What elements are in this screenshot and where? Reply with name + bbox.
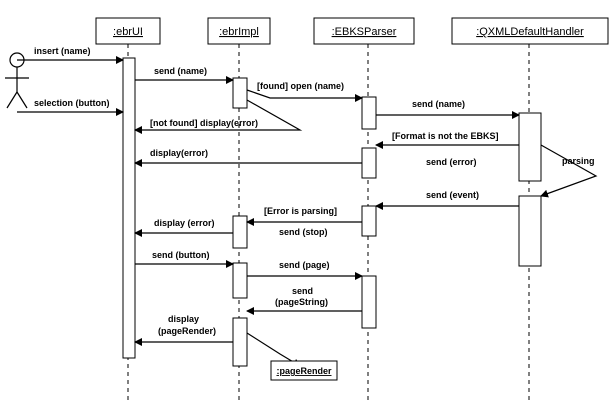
- activation-ebksparser-2: [361, 147, 377, 179]
- message-format-guard: [Format is not the EBKS]: [375, 131, 519, 149]
- activation-ebrui: [122, 57, 136, 359]
- activation-ebrimpl-3: [232, 262, 248, 299]
- message-send-name-1: send (name): [135, 66, 234, 84]
- actor-user: [5, 52, 29, 109]
- activation-ebrimpl-2: [232, 215, 248, 249]
- message-found-open: [found] open (name): [246, 81, 363, 102]
- message-error-parsing-label: [Error is parsing]: [264, 206, 337, 216]
- message-display-render-label-1: display: [168, 314, 199, 324]
- message-display-error-1: display(error): [134, 148, 362, 167]
- message-send-stop-label: send (stop): [279, 227, 328, 237]
- message-display-error-1-label: display(error): [150, 148, 208, 158]
- lifeline-ebksparser: :EBKSParser: [313, 17, 415, 400]
- message-insert: insert (name): [17, 46, 124, 64]
- message-send-name-2: send (name): [376, 99, 520, 119]
- message-send-event: send (event): [375, 190, 519, 210]
- message-send-pagestring-label-2: (pageString): [275, 297, 328, 307]
- message-display-error-2: display (error): [134, 218, 233, 237]
- message-not-found-label: [not found] display(error): [150, 118, 258, 128]
- activation-ebrimpl-4: [232, 317, 248, 367]
- message-send-name-1-label: send (name): [154, 66, 207, 76]
- message-selection: selection (button): [17, 98, 124, 116]
- message-send-page-label: send (page): [279, 260, 330, 270]
- message-send-error-label: send (error): [426, 157, 477, 167]
- message-send-page: send (page): [247, 260, 363, 280]
- pagerender-object: :pageRender: [270, 360, 338, 381]
- activation-ebksparser-3: [361, 205, 377, 237]
- activation-ebksparser-1: [361, 96, 377, 130]
- message-found-open-label: [found] open (name): [257, 81, 344, 91]
- activation-qxml-1: [518, 112, 542, 182]
- lifeline-ebrimpl-label: :ebrImpl: [219, 26, 259, 38]
- lifeline-qxmldefaulthandler: :QXMLDefaultHandler: [451, 17, 609, 400]
- message-send-pagestring-label-1: send: [292, 286, 313, 296]
- message-send-button: send (button): [135, 250, 234, 268]
- message-insert-label: insert (name): [34, 46, 91, 56]
- message-parsing: parsing: [540, 144, 598, 198]
- message-send-name-2-label: send (name): [412, 99, 465, 109]
- message-send-button-label: send (button): [152, 250, 210, 260]
- message-send-event-label: send (event): [426, 190, 479, 200]
- message-selection-label: selection (button): [34, 98, 110, 108]
- message-not-found: [not found] display(error): [134, 99, 303, 134]
- lifeline-ebrui-label: :ebrUI: [113, 26, 143, 38]
- message-error-parsing: [Error is parsing] send (stop): [246, 206, 362, 237]
- lifeline-ebksparser-label: :EBKSParser: [332, 26, 397, 38]
- activation-ebksparser-4: [361, 275, 377, 329]
- activation-qxml-2: [518, 195, 542, 267]
- message-send-pagestring: send (pageString): [246, 286, 362, 315]
- message-display-render-label-2: (pageRender): [158, 326, 216, 336]
- lifeline-qxmldefaulthandler-label: :QXMLDefaultHandler: [476, 26, 584, 38]
- message-display-render: display (pageRender): [134, 314, 233, 346]
- message-parsing-label: parsing: [562, 156, 595, 166]
- message-format-guard-label: [Format is not the EBKS]: [392, 131, 499, 141]
- pagerender-object-label: :pageRender: [276, 366, 332, 376]
- message-display-error-2-label: display (error): [154, 218, 215, 228]
- activation-ebrimpl-1: [232, 77, 248, 109]
